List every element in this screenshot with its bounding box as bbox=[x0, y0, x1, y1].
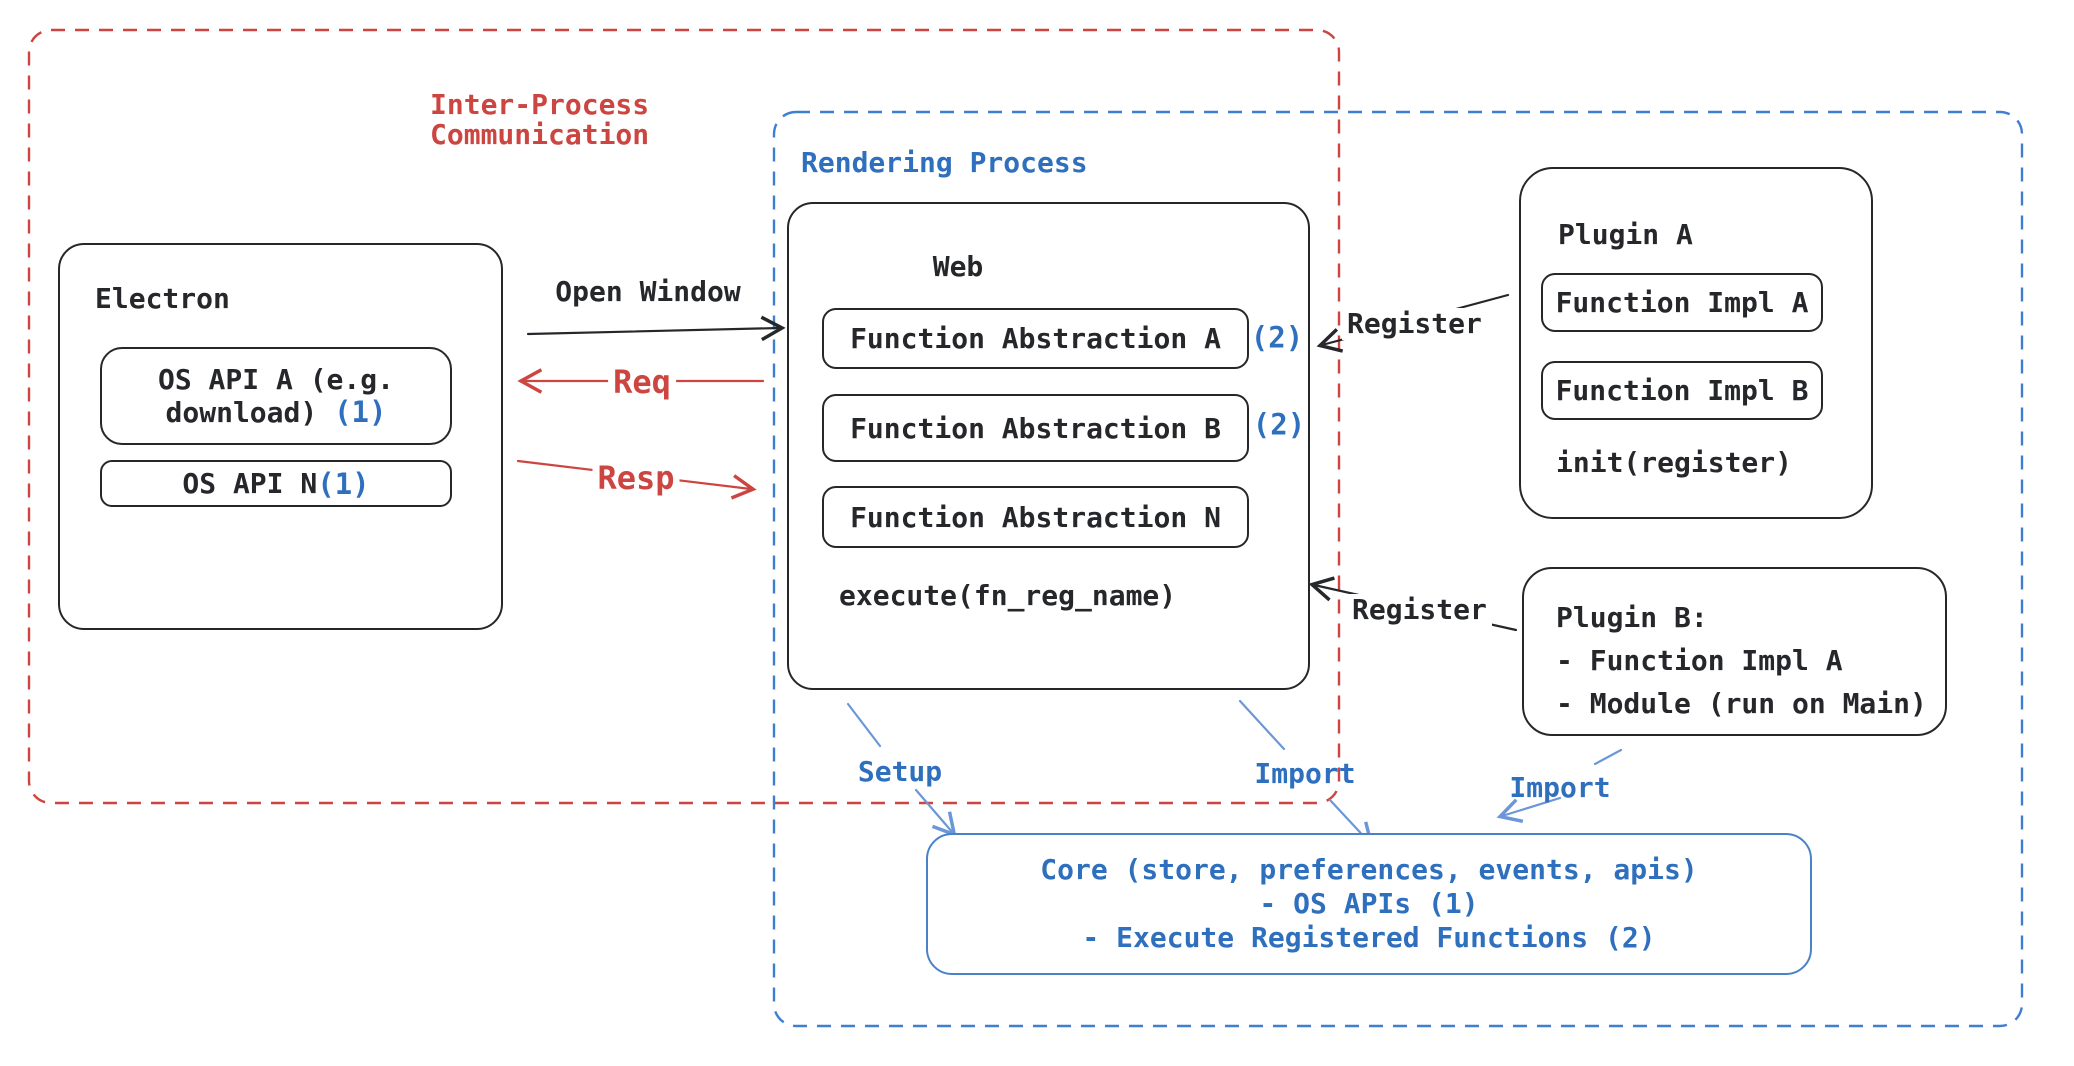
register-top-label: Register bbox=[1342, 308, 1487, 340]
rendering-process-boundary bbox=[772, 110, 2024, 1028]
setup-arrow-head bbox=[914, 788, 957, 838]
plugin-b-line1: - Function Impl A bbox=[1556, 644, 1843, 677]
function-abstraction-b-box: Function Abstraction B bbox=[822, 394, 1249, 462]
function-impl-b-box: Function Impl B bbox=[1541, 361, 1823, 420]
function-abstraction-n-box: Function Abstraction N bbox=[822, 486, 1249, 548]
os-api-n-text: OS API N bbox=[182, 467, 318, 500]
ipc-boundary bbox=[27, 28, 1341, 805]
setup-label: Setup bbox=[857, 755, 943, 788]
os-api-a-line2: download) (1) bbox=[165, 395, 387, 430]
core-line3: - Execute Registered Functions (2) bbox=[1082, 921, 1656, 954]
ipc-label-line2: Communication bbox=[430, 118, 650, 151]
core-box: Core (store, preferences, events, apis) … bbox=[926, 833, 1812, 975]
plugin-b-content: Plugin B: - Function Impl A - Module (run … bbox=[1556, 596, 1927, 725]
function-abstraction-n-text: Function Abstraction N bbox=[850, 500, 1221, 534]
web-title: Web bbox=[932, 250, 984, 283]
import-left-arrow-tail bbox=[1238, 699, 1286, 751]
function-abstraction-a-box: Function Abstraction A bbox=[822, 308, 1249, 369]
function-abstraction-b-text: Function Abstraction B bbox=[850, 411, 1221, 445]
os-api-a-badge: (1) bbox=[334, 395, 387, 429]
plugin-b-title: Plugin B: bbox=[1556, 601, 1708, 634]
function-abstraction-a-text: Function Abstraction A bbox=[850, 322, 1221, 355]
open-window-label: Open Window bbox=[555, 275, 741, 308]
import-right-label: Import bbox=[1509, 771, 1611, 804]
setup-arrow-tail bbox=[846, 702, 882, 748]
plugin-a-box: Plugin A Function Impl A Function Impl B… bbox=[1519, 167, 1873, 519]
web-box: Web Function Abstraction A (2) Function … bbox=[787, 202, 1310, 690]
os-api-n-badge: (1) bbox=[317, 466, 370, 501]
register-bottom-label: Register bbox=[1347, 594, 1492, 626]
rendering-process-label: Rendering Process bbox=[801, 146, 1088, 179]
import-right-arrow-head bbox=[1496, 796, 1562, 823]
resp-label: Resp bbox=[592, 460, 680, 496]
ipc-label-line1: Inter-Process bbox=[430, 88, 650, 121]
function-impl-a-text: Function Impl A bbox=[1555, 286, 1809, 319]
req-label: Req bbox=[608, 364, 676, 400]
os-api-a-text: OS API A (e.g. bbox=[157, 363, 394, 396]
function-impl-a-box: Function Impl A bbox=[1541, 273, 1823, 332]
init-register-text: init(register) bbox=[1556, 446, 1793, 479]
os-api-a-line1: OS API A (e.g. bbox=[158, 363, 394, 396]
os-api-a-text2: download) bbox=[165, 396, 318, 429]
function-abstraction-b-badge: (2) bbox=[1252, 407, 1306, 442]
import-right-arrow-tail bbox=[1593, 748, 1623, 766]
import-left-label: Import bbox=[1254, 757, 1356, 790]
function-impl-b-text: Function Impl B bbox=[1555, 374, 1809, 407]
os-api-a-box: OS API A (e.g. download) (1) bbox=[100, 347, 452, 445]
plugin-a-title: Plugin A bbox=[1558, 218, 1693, 251]
electron-box: Electron OS API A (e.g. download) (1) OS… bbox=[58, 243, 503, 630]
os-api-n-box: OS API N (1) bbox=[100, 460, 452, 507]
execute-text: execute(fn_reg_name) bbox=[839, 579, 1177, 612]
function-abstraction-a-badge: (2) bbox=[1250, 320, 1304, 355]
core-line1: Core (store, preferences, events, apis) bbox=[1040, 853, 1698, 886]
plugin-b-box: Plugin B: - Function Impl A - Module (run … bbox=[1522, 567, 1947, 736]
plugin-b-line2: - Module (run on Main) bbox=[1556, 687, 1927, 720]
open-window-arrow bbox=[526, 315, 786, 342]
core-line2: - OS APIs (1) bbox=[1259, 887, 1479, 920]
electron-title: Electron bbox=[95, 282, 230, 315]
